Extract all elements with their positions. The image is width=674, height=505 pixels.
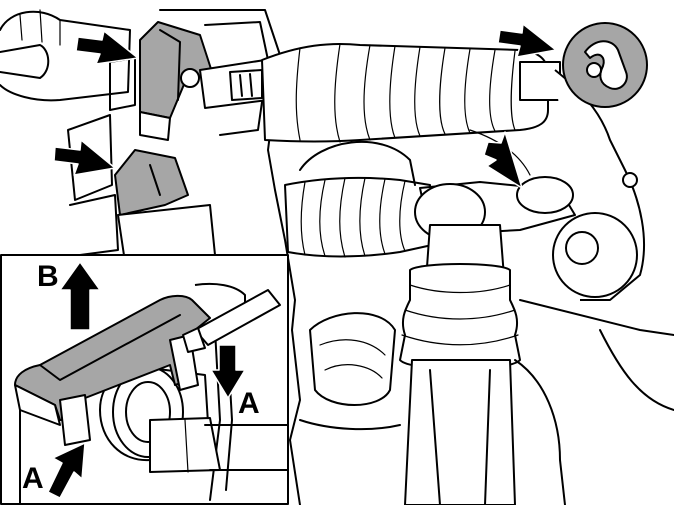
shift-rod-boot	[399, 263, 521, 505]
upper-cable-rod	[199, 59, 269, 109]
upper-bellows	[261, 42, 561, 143]
bracket-plate	[67, 9, 301, 505]
label-b-pull: B	[37, 260, 59, 293]
lower-clip	[114, 149, 216, 263]
label-a-press-right: A	[238, 387, 260, 420]
detail-inset: B A A	[0, 254, 289, 505]
arrow-icon	[59, 261, 101, 331]
lower-lever	[414, 176, 638, 298]
arrow-icon	[75, 30, 139, 65]
label-a-press-left: A	[22, 462, 44, 495]
lower-bellows	[284, 176, 433, 258]
upper-clip	[139, 21, 213, 141]
arrow-icon	[497, 23, 557, 58]
callout-arrows	[53, 23, 557, 189]
arrow-icon	[483, 131, 523, 189]
housing-contours	[299, 129, 674, 505]
main-assembly	[0, 9, 674, 505]
arrow-icon	[53, 139, 116, 176]
arrow-icon	[47, 442, 86, 499]
arrow-icon	[210, 344, 246, 399]
